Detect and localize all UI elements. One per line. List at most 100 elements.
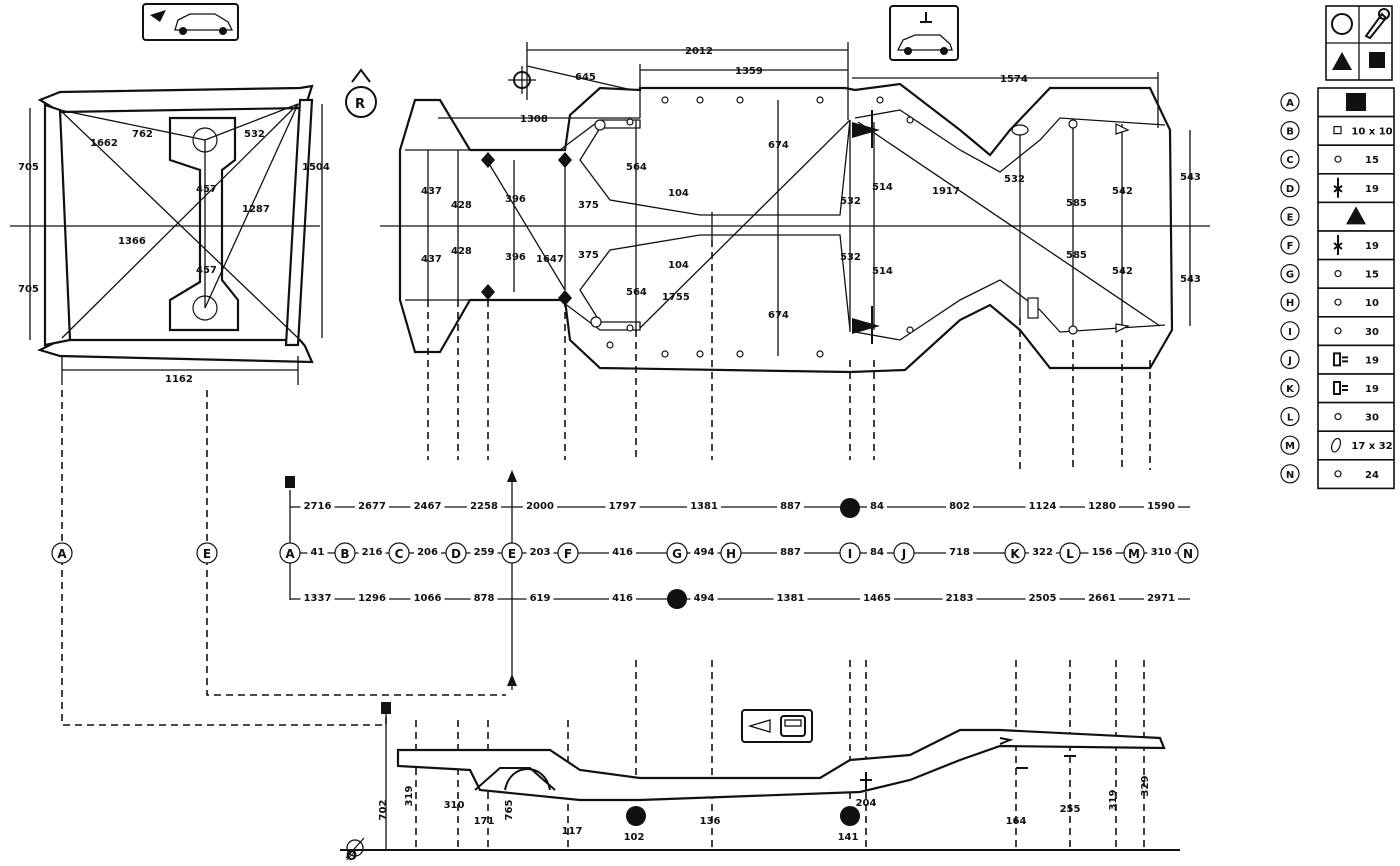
row-middle-value: 203 bbox=[530, 547, 551, 558]
front-point-e-label: E bbox=[203, 547, 211, 561]
plan-v-564-bottom: 564 bbox=[626, 287, 647, 298]
legend-triangle-icon bbox=[1332, 52, 1352, 70]
reference-letter: R bbox=[355, 97, 365, 112]
small-square-icon bbox=[1333, 125, 1342, 135]
row-middle-value: 310 bbox=[1151, 547, 1172, 558]
plan-v-674-bottom: 674 bbox=[768, 310, 789, 321]
legend-letter: A bbox=[1286, 98, 1294, 109]
legend-value: 17 x 32 bbox=[1351, 441, 1392, 452]
front-right-dim: 1504 bbox=[302, 162, 330, 173]
legend-square-icon bbox=[1369, 52, 1385, 68]
front-view-car-icon bbox=[142, 3, 239, 41]
row-lower-value: 494 bbox=[694, 593, 715, 604]
plan-v-514-bottom: 514 bbox=[872, 266, 893, 277]
plan-v-674-top: 674 bbox=[768, 140, 789, 151]
point-e-label: E bbox=[508, 547, 516, 561]
point-i-label: I bbox=[848, 547, 852, 561]
row-middle-value: 84 bbox=[870, 547, 884, 558]
plan-v-428-top: 428 bbox=[451, 200, 472, 211]
legend-letter-circle bbox=[1280, 206, 1300, 226]
row-upper-value: 84 bbox=[870, 501, 884, 512]
row-lower-value: 878 bbox=[474, 593, 495, 604]
row-lower-value: 2505 bbox=[1029, 593, 1057, 604]
point-l-marker bbox=[1059, 542, 1081, 564]
plan-view-car-icon bbox=[889, 5, 959, 61]
row-middle-value: 494 bbox=[694, 547, 715, 558]
row-middle-value: 887 bbox=[780, 547, 801, 558]
plan-diagonal-1647: 1647 bbox=[536, 254, 564, 265]
plan-v-543-bottom: 543 bbox=[1180, 274, 1201, 285]
point-j-marker bbox=[893, 542, 915, 564]
point-k-label: K bbox=[1010, 547, 1020, 561]
row-lower-value: 1337 bbox=[304, 593, 332, 604]
row-middle-value: 322 bbox=[1032, 547, 1053, 558]
legend-letter: E bbox=[1287, 212, 1294, 223]
triangle-icon bbox=[1346, 206, 1366, 225]
legend-letter-circle bbox=[1280, 321, 1300, 341]
point-a-marker bbox=[279, 542, 301, 564]
legend-letter: C bbox=[1286, 155, 1293, 166]
legend-row bbox=[1317, 315, 1395, 347]
front-left-dim-lower: 705 bbox=[18, 284, 39, 295]
legend-value: 15 bbox=[1365, 270, 1379, 281]
legend-value: 30 bbox=[1365, 413, 1379, 424]
row-lower-value: 1465 bbox=[863, 593, 891, 604]
hole-icon bbox=[1334, 413, 1342, 421]
height-value: 310 bbox=[444, 800, 465, 811]
legend-row bbox=[1317, 115, 1395, 146]
legend-letter: D bbox=[1286, 184, 1294, 195]
row-upper-value: 1381 bbox=[690, 501, 718, 512]
legend-row bbox=[1317, 430, 1395, 461]
plan-diagonal-1917: 1917 bbox=[932, 186, 960, 197]
plan-dim-1308: 1308 bbox=[520, 114, 548, 125]
legend-letter: N bbox=[1286, 470, 1294, 481]
row-lower-value: 416 bbox=[612, 593, 633, 604]
plan-v-104-bottom: 104 bbox=[668, 260, 689, 271]
plan-dim-1574: 1574 bbox=[1000, 74, 1028, 85]
oval-hole-icon bbox=[1330, 437, 1342, 453]
plan-v-542-top: 542 bbox=[1112, 186, 1133, 197]
plan-v-104-top: 104 bbox=[668, 188, 689, 199]
legend-value: 19 bbox=[1365, 184, 1379, 195]
height-value: 765 bbox=[504, 800, 515, 821]
plan-v-564-top: 564 bbox=[626, 162, 647, 173]
row-upper-value: 887 bbox=[780, 501, 801, 512]
legend-value: 19 bbox=[1365, 355, 1379, 366]
row-upper-value: 2258 bbox=[470, 501, 498, 512]
plan-v-375-bottom: 375 bbox=[578, 250, 599, 261]
point-g-marker bbox=[666, 542, 688, 564]
row-upper-value: 2467 bbox=[414, 501, 442, 512]
legend-value: 19 bbox=[1365, 241, 1379, 252]
point-g-label: G bbox=[672, 547, 682, 561]
point-n-label: N bbox=[1183, 547, 1193, 561]
height-value: 171 bbox=[474, 816, 495, 827]
row-middle-value: 41 bbox=[311, 547, 325, 558]
legend-row bbox=[1317, 144, 1395, 175]
legend-row bbox=[1317, 287, 1395, 318]
square-icon bbox=[1346, 93, 1366, 111]
height-value: 255 bbox=[1060, 804, 1081, 815]
row-upper-value: 2716 bbox=[304, 501, 332, 512]
datum-symbol: Ø bbox=[346, 849, 357, 864]
legend-letter-circle bbox=[1280, 92, 1300, 112]
legend-letter-circle bbox=[1280, 435, 1300, 455]
plan-v-514-top: 514 bbox=[872, 182, 893, 193]
side-view-car-icon bbox=[741, 709, 813, 743]
point-b-marker bbox=[334, 542, 356, 564]
legend-row bbox=[1317, 258, 1395, 290]
legend-value: 24 bbox=[1365, 470, 1379, 481]
height-value: 319 bbox=[1108, 790, 1119, 811]
legend-letter: I bbox=[1288, 327, 1292, 338]
legend-value: 10 x 10 bbox=[1351, 127, 1392, 138]
plan-v-585-bottom: 585 bbox=[1066, 250, 1087, 261]
row-lower-value: 2661 bbox=[1088, 593, 1116, 604]
point-b-label: B bbox=[340, 547, 349, 561]
height-value: 702 bbox=[378, 800, 389, 821]
hole-icon bbox=[1334, 270, 1342, 278]
hole-icon bbox=[1334, 470, 1342, 478]
reference-r-symbol: R bbox=[345, 68, 377, 118]
